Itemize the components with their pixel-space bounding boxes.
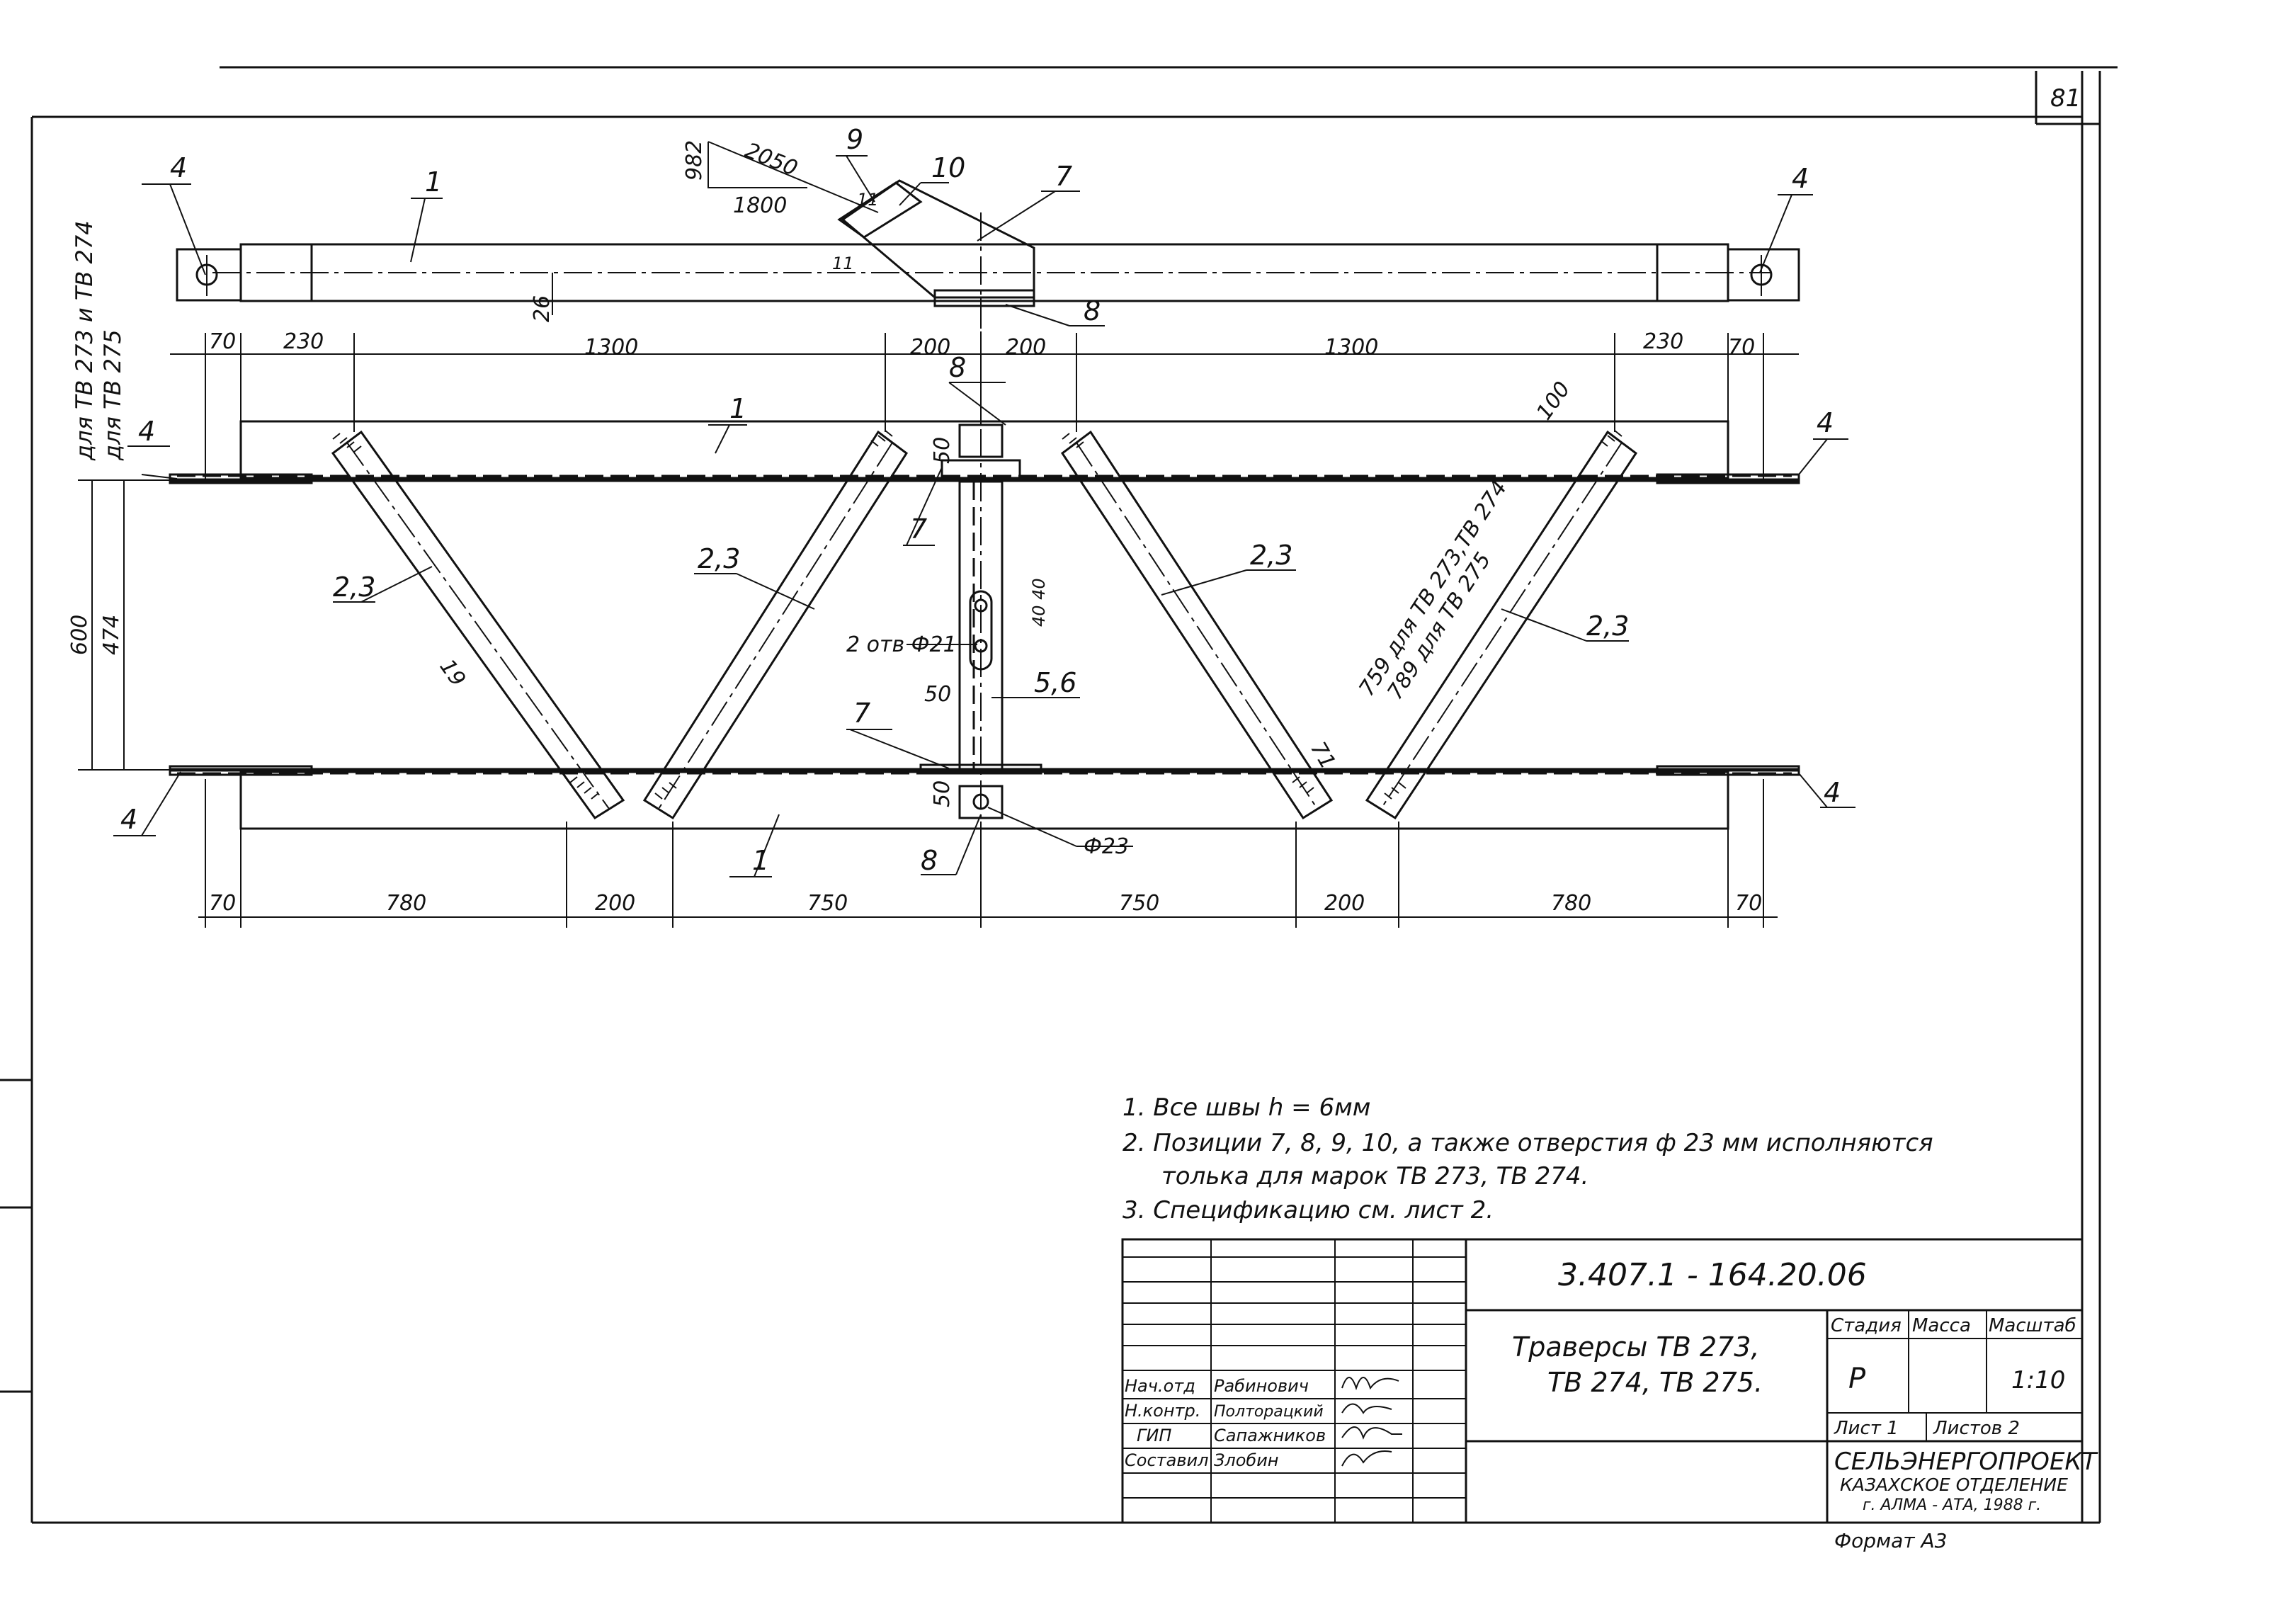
pos-4-left-upper: 4 — [138, 416, 155, 447]
pos-4-top-left: 4 — [170, 152, 187, 183]
dim-height-600: 600 — [67, 615, 92, 655]
pos-4-top-right: 4 — [1792, 163, 1809, 194]
dim-slope-1800: 1800 — [733, 193, 787, 218]
diag-length-273-274: 759 для ТВ 273,ТВ 274 — [1354, 476, 1512, 700]
label-stage: Стадия — [1831, 1315, 1902, 1336]
pos-23-d: 2,3 — [1586, 610, 1629, 642]
dim-top-230-right: 230 — [1643, 329, 1683, 354]
dim-top-1300-left: 1300 — [584, 335, 638, 360]
dim-26: 26 — [530, 295, 555, 322]
pos-1-top: 1 — [425, 166, 442, 198]
dim-height-474: 474 — [99, 615, 124, 655]
dim-bot-70-right: 70 — [1735, 891, 1762, 916]
dim-top-200-right: 200 — [1006, 335, 1046, 360]
dim-bot-200-left: 200 — [595, 891, 635, 916]
pos-23-c: 2,3 — [1250, 540, 1292, 571]
org-branch: КАЗАХСКОЕ ОТДЕЛЕНИЕ — [1840, 1474, 2068, 1495]
sheets-label: Листов 2 — [1933, 1418, 2020, 1439]
dim-phi23: Ф23 — [1084, 834, 1129, 859]
pos-4-left-lower: 4 — [120, 804, 137, 835]
format-label: Формат А3 — [1834, 1529, 1947, 1552]
dim-angle-11-a: 11 — [857, 190, 879, 210]
dim-top-70-right: 70 — [1728, 335, 1755, 360]
top-view — [142, 141, 1813, 333]
role-sostavil: Составил — [1125, 1450, 1208, 1470]
truss-elevation — [78, 297, 1855, 928]
dim-19: 19 — [434, 655, 470, 691]
sheet-label: Лист 1 — [1834, 1418, 1899, 1439]
dim-bot-780-left: 780 — [386, 891, 426, 916]
pos-4-right-lower: 4 — [1824, 777, 1841, 808]
holes-2-phi21: 2 отв Ф21 — [846, 632, 957, 657]
pos-1-lower-chord: 1 — [752, 845, 769, 876]
dim-top-230-left: 230 — [283, 329, 324, 354]
role-gip: ГИП — [1137, 1426, 1171, 1445]
side-label-tv275: для ТВ 275 — [99, 329, 126, 461]
dim-100: 100 — [1532, 377, 1576, 425]
pos-8-top: 8 — [1084, 295, 1101, 326]
dim-slope-2050: 2050 — [741, 138, 801, 181]
pos-10: 10 — [931, 152, 965, 183]
dim-gusset-50-bottom: 50 — [930, 780, 955, 807]
page-number: 81 — [2050, 84, 2081, 113]
name-sapazhnikov: Сапажников — [1214, 1426, 1326, 1445]
dim-slope-982: 982 — [682, 140, 707, 181]
dim-bot-780-right: 780 — [1551, 891, 1591, 916]
role-nach-otd: Нач.отд — [1125, 1376, 1195, 1396]
note-3: 3. Спецификацию см. лист 2. — [1123, 1196, 1494, 1224]
dim-bot-70-left: 70 — [209, 891, 236, 916]
name-rabinovich: Рабинович — [1214, 1376, 1309, 1396]
pos-23-b: 2,3 — [698, 543, 740, 574]
dim-bot-200-right: 200 — [1324, 891, 1365, 916]
role-n-kontr: Н.контр. — [1125, 1401, 1200, 1421]
pos-1-upper-chord: 1 — [729, 393, 746, 424]
name-poltoratsky: Полторацкий — [1214, 1403, 1324, 1421]
side-label-tv273-274: для ТВ 273 и ТВ 274 — [71, 220, 98, 461]
org-city: г. АЛМА - АТА, 1988 г. — [1863, 1496, 2041, 1514]
note-2: 2. Позиции 7, 8, 9, 10, а также отверсти… — [1123, 1129, 1933, 1157]
dim-bot-750-left: 750 — [807, 891, 848, 916]
pos-4-right-upper: 4 — [1817, 407, 1834, 438]
title-block — [1121, 1238, 2084, 1524]
dim-post-50: 50 — [924, 682, 951, 707]
pos-23-a: 2,3 — [333, 572, 375, 603]
title-line-2: ТВ 274, ТВ 275. — [1547, 1367, 1763, 1398]
dim-angle-11-b: 11 — [832, 254, 854, 273]
note-1: 1. Все швы h = 6мм — [1123, 1093, 1370, 1122]
doc-number: 3.407.1 - 164.20.06 — [1558, 1257, 1867, 1293]
pos-56: 5,6 — [1034, 667, 1076, 698]
dim-hole-spacing: 40 40 — [1029, 578, 1049, 627]
stage-value: Р — [1848, 1363, 1866, 1395]
pos-8-upper: 8 — [949, 352, 966, 383]
label-scale: Масштаб — [1989, 1315, 2076, 1336]
pos-7-lower: 7 — [853, 698, 870, 729]
label-mass: Масса — [1912, 1315, 1971, 1336]
title-line-1: Траверсы ТВ 273, — [1512, 1331, 1759, 1363]
dim-bot-750-right: 750 — [1119, 891, 1159, 916]
scale-value: 1:10 — [2011, 1366, 2065, 1394]
dim-top-70-left: 70 — [209, 329, 236, 354]
pos-7-top: 7 — [1055, 161, 1072, 192]
signatures — [1341, 1377, 1402, 1467]
org-name: СЕЛЬЭНЕРГОПРОЕКТ — [1834, 1448, 2098, 1476]
pos-8-lower: 8 — [921, 845, 938, 876]
dim-top-200-left: 200 — [910, 335, 950, 360]
pos-7-upper: 7 — [910, 513, 927, 545]
dim-gusset-50-top: 50 — [930, 437, 955, 464]
note-2-cont: толька для марок ТВ 273, ТВ 274. — [1161, 1162, 1589, 1190]
name-zlobin: Злобин — [1214, 1450, 1279, 1470]
pos-9: 9 — [846, 124, 863, 155]
dim-top-1300-right: 1300 — [1324, 335, 1378, 360]
